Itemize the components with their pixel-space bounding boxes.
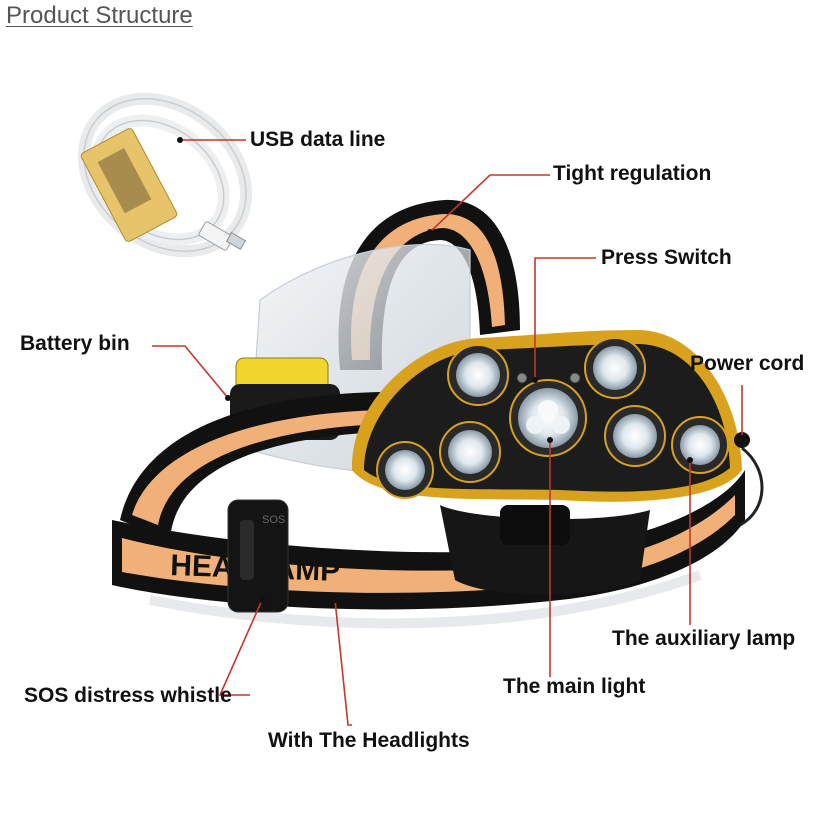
label-auxiliary-lamp: The auxiliary lamp [612,627,796,650]
label-usb-data-line: USB data line [250,128,386,151]
usb-cable-image [77,92,253,258]
page-title: Product Structure [6,2,193,29]
leader-sos [218,599,263,696]
label-press-switch: Press Switch [601,246,732,269]
whistle-text: SOS [262,514,285,526]
label-tight-regulation: Tight regulation [553,162,712,185]
led-array-image [376,337,729,499]
leader-headlights [334,599,352,726]
label-with-headlights: With The Headlights [268,729,470,752]
leader-press [534,257,596,380]
leader-lines [152,137,745,726]
label-battery-bin: Battery bin [20,332,130,355]
label-main-light: The main light [503,675,646,698]
sos-whistle-image: SOS [227,499,289,613]
leader-tight [429,174,550,233]
label-sos-whistle: SOS distress whistle [24,684,232,707]
leader-battery [152,345,229,399]
label-power-cord: Power cord [690,352,805,375]
